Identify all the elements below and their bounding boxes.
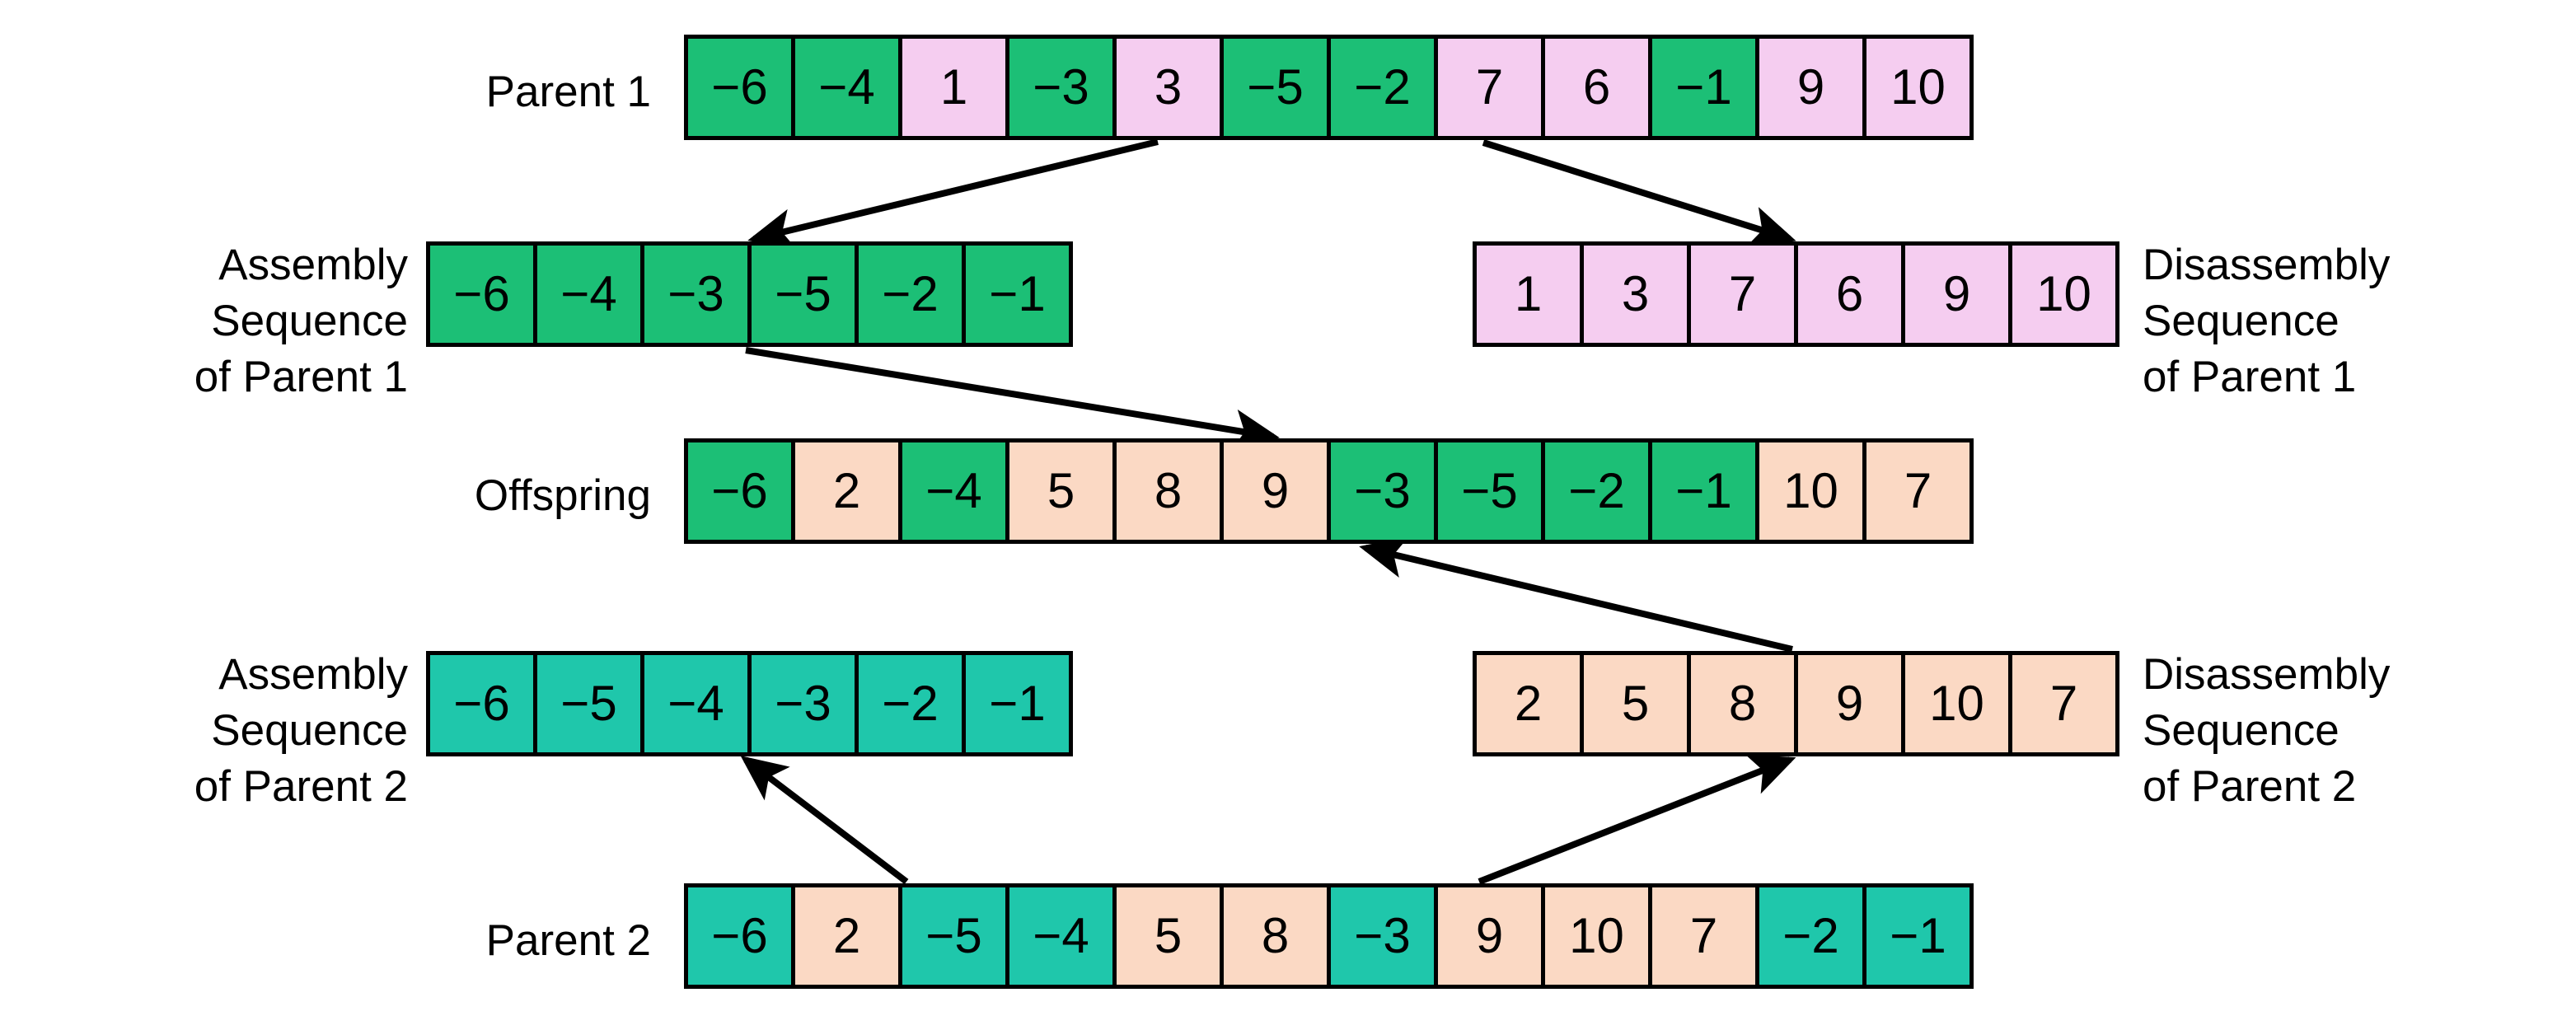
cell-parent1-9: −1 bbox=[1652, 39, 1759, 136]
cell-parent1-1: −4 bbox=[795, 39, 902, 136]
cell-parent1-4: 3 bbox=[1117, 39, 1224, 136]
cell-parent1-0: −6 bbox=[688, 39, 795, 136]
parent2-to-disassembly-p2-arrow bbox=[1478, 754, 1796, 885]
cell-assembly-parent1-3: −5 bbox=[752, 246, 859, 343]
cell-assembly-parent1-0: −6 bbox=[430, 246, 537, 343]
cell-parent1-8: 6 bbox=[1545, 39, 1652, 136]
cell-assembly-parent2-1: −5 bbox=[537, 655, 644, 752]
cell-assembly-parent1-2: −3 bbox=[644, 246, 752, 343]
cell-assembly-parent2-5: −1 bbox=[966, 655, 1069, 752]
offspring-label: Offspring bbox=[474, 471, 651, 520]
assembly-parent1-label: Assembly Sequence of Parent 1 bbox=[194, 241, 408, 401]
cell-parent2-11: −1 bbox=[1866, 887, 1969, 985]
cell-parent2-3: −4 bbox=[1009, 887, 1117, 985]
cell-assembly-parent2-3: −3 bbox=[752, 655, 859, 752]
cell-disassembly-parent2-3: 9 bbox=[1798, 655, 1905, 752]
cell-offspring-7: −5 bbox=[1438, 442, 1545, 540]
assembly-p1-to-offspring-arrow bbox=[745, 347, 1280, 452]
cell-disassembly-parent2-0: 2 bbox=[1477, 655, 1584, 752]
cell-disassembly-parent1-3: 6 bbox=[1798, 246, 1905, 343]
cell-disassembly-parent2-1: 5 bbox=[1584, 655, 1691, 752]
cell-offspring-4: 8 bbox=[1117, 442, 1224, 540]
disassembly-p2-to-offspring-arrow bbox=[1359, 536, 1793, 653]
cell-offspring-1: 2 bbox=[795, 442, 902, 540]
disassembly-parent2-label: Disassembly Sequence of Parent 2 bbox=[2143, 650, 2391, 811]
parent1-label: Parent 1 bbox=[485, 68, 651, 116]
cell-assembly-parent1-4: −2 bbox=[859, 246, 966, 343]
cell-disassembly-parent1-5: 10 bbox=[2012, 246, 2115, 343]
cell-parent2-8: 10 bbox=[1545, 887, 1652, 985]
cell-parent1-6: −2 bbox=[1331, 39, 1438, 136]
cell-assembly-parent2-4: −2 bbox=[859, 655, 966, 752]
cell-offspring-3: 5 bbox=[1009, 442, 1117, 540]
cell-assembly-parent1-1: −4 bbox=[537, 246, 644, 343]
cell-parent1-10: 9 bbox=[1759, 39, 1866, 136]
cell-parent1-3: −3 bbox=[1009, 39, 1117, 136]
parent2-to-assembly-p2-arrow bbox=[740, 756, 909, 885]
cell-offspring-0: −6 bbox=[688, 442, 795, 540]
cell-parent2-7: 9 bbox=[1438, 887, 1545, 985]
cell-parent2-9: 7 bbox=[1652, 887, 1759, 985]
cell-parent2-4: 5 bbox=[1117, 887, 1224, 985]
cell-parent2-6: −3 bbox=[1331, 887, 1438, 985]
assembly-parent2-label: Assembly Sequence of Parent 2 bbox=[194, 650, 408, 811]
cell-parent2-2: −5 bbox=[902, 887, 1009, 985]
cell-offspring-10: 10 bbox=[1759, 442, 1866, 540]
cell-parent1-11: 10 bbox=[1866, 39, 1969, 136]
cell-parent2-1: 2 bbox=[795, 887, 902, 985]
cell-parent1-7: 7 bbox=[1438, 39, 1545, 136]
cell-disassembly-parent2-5: 7 bbox=[2012, 655, 2115, 752]
cell-assembly-parent2-0: −6 bbox=[430, 655, 537, 752]
parent1-to-disassembly-p1-arrow bbox=[1482, 139, 1796, 248]
parent2-label: Parent 2 bbox=[485, 916, 651, 965]
cell-parent2-5: 8 bbox=[1224, 887, 1331, 985]
cell-assembly-parent2-2: −4 bbox=[644, 655, 752, 752]
cell-parent1-5: −5 bbox=[1224, 39, 1331, 136]
cell-assembly-parent1-5: −1 bbox=[966, 246, 1069, 343]
cell-offspring-9: −1 bbox=[1652, 442, 1759, 540]
cell-offspring-11: 7 bbox=[1866, 442, 1969, 540]
cell-parent2-0: −6 bbox=[688, 887, 795, 985]
assembly-parent2-row: −6−5−4−3−2−1 bbox=[426, 651, 1073, 756]
assembly-parent1-row: −6−4−3−5−2−1 bbox=[426, 241, 1073, 347]
cell-disassembly-parent1-4: 9 bbox=[1905, 246, 2012, 343]
disassembly-parent1-label: Disassembly Sequence of Parent 1 bbox=[2143, 241, 2391, 401]
cell-offspring-6: −3 bbox=[1331, 442, 1438, 540]
cell-offspring-5: 9 bbox=[1224, 442, 1331, 540]
cell-parent1-2: 1 bbox=[902, 39, 1009, 136]
cell-disassembly-parent1-2: 7 bbox=[1691, 246, 1798, 343]
cell-offspring-8: −2 bbox=[1545, 442, 1652, 540]
cell-disassembly-parent2-4: 10 bbox=[1905, 655, 2012, 752]
cell-disassembly-parent1-0: 1 bbox=[1477, 246, 1584, 343]
cell-offspring-2: −4 bbox=[902, 442, 1009, 540]
cell-parent2-10: −2 bbox=[1759, 887, 1866, 985]
cell-disassembly-parent2-2: 8 bbox=[1691, 655, 1798, 752]
parent1-to-assembly-p1-arrow bbox=[747, 138, 1159, 250]
cell-disassembly-parent1-1: 3 bbox=[1584, 246, 1691, 343]
